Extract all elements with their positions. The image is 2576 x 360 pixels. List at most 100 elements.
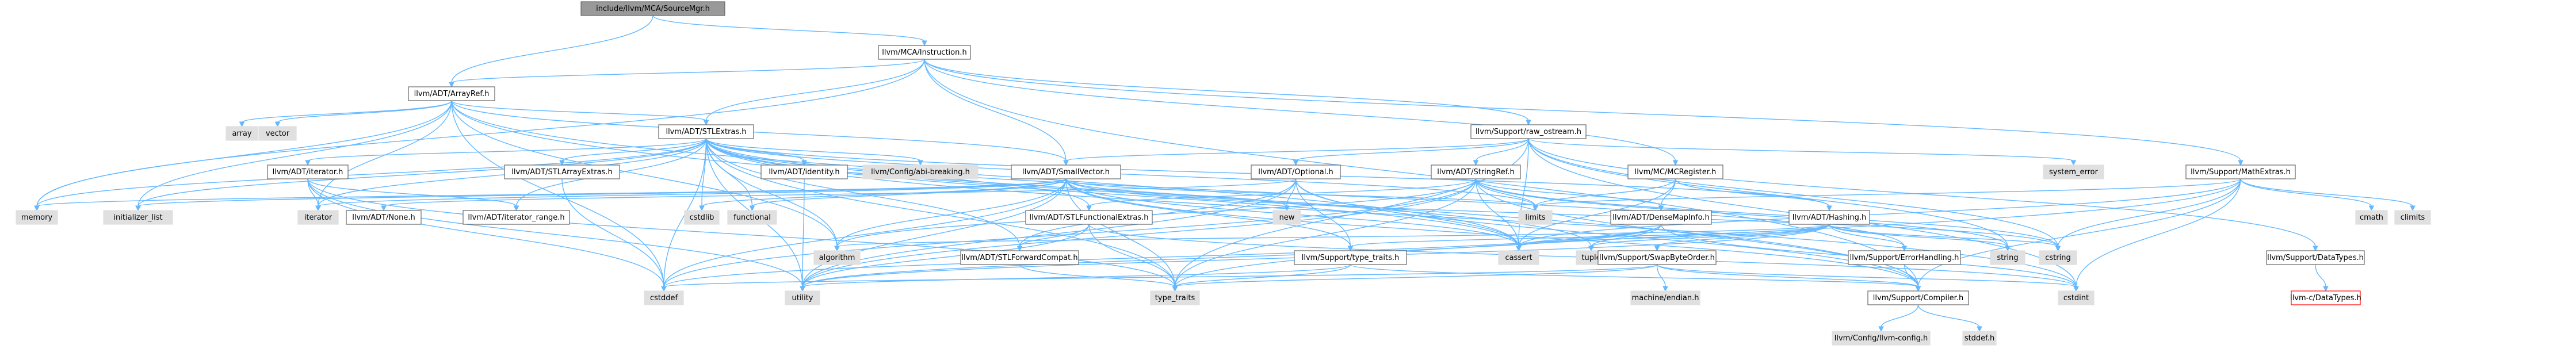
node-box [1150, 290, 1200, 305]
edge-hashing-to-string [1829, 224, 2011, 252]
node-llvm-adt-stlextras-h[interactable]: llvm/ADT/STLExtras.h [658, 124, 754, 139]
node-label: llvm/Support/SwapByteOrder.h [1599, 254, 1715, 262]
edge-instruction-to-mathextras [924, 59, 2244, 166]
node-utility: utility [785, 290, 820, 305]
node-box [1470, 124, 1587, 139]
node-llvm-support-errorhandling-h[interactable]: llvm/Support/ErrorHandling.h [1848, 250, 1961, 265]
node-box [580, 1, 725, 16]
edge-stlfunctionalextras-to-type_traits [1088, 224, 1178, 292]
edge-stlextras-to-cstdlib [699, 138, 707, 212]
node-label: initializer_list [113, 213, 162, 222]
node-llvm-adt-stlforwardcompat-h[interactable]: llvm/ADT/STLForwardCompat.h [960, 250, 1079, 265]
edge-smallvector-to-memory [34, 178, 1067, 212]
node-label: llvm/Config/abi-breaking.h [871, 168, 970, 177]
edge-smallvector-to-functional [749, 178, 1067, 212]
node-label: cstdint [2063, 294, 2089, 302]
node-string: string [1990, 250, 2025, 265]
edge-mathextras-to-compiler [1915, 178, 2241, 292]
edge-type_traits_h-to-compiler [1350, 264, 1921, 292]
node-functional: functional [727, 210, 777, 225]
node-llvm-adt-identity-h[interactable]: llvm/ADT/identity.h [760, 164, 848, 179]
edge-identity-to-utility [800, 178, 805, 292]
edge-datatypes-to-cdatatypes [2315, 264, 2329, 292]
edge-mcregister-to-limits [1532, 178, 1676, 212]
node-label: llvm/ADT/StringRef.h [1437, 168, 1514, 177]
node-llvm-adt-stringref-h[interactable]: llvm/ADT/StringRef.h [1431, 164, 1521, 179]
edge-stlextras-to-iteratorh [305, 138, 707, 166]
edge-sourcemgr-to-instruction [652, 15, 927, 47]
node-cstring: cstring [2039, 250, 2077, 265]
node-box [1294, 250, 1407, 265]
node-llvm-adt-iterator-h[interactable]: llvm/ADT/iterator.h [267, 164, 349, 179]
edge-instruction-to-memory [34, 59, 925, 212]
node-label: llvm/Support/DataTypes.h [2267, 254, 2364, 262]
edge-raw_ostream-to-smallvector [1063, 138, 1529, 166]
node-llvm-support-datatypes-h[interactable]: llvm/Support/DataTypes.h [2266, 250, 2365, 265]
edge-mathextras-to-cmath [2240, 178, 2375, 212]
node-llvm-support-compiler-h[interactable]: llvm/Support/Compiler.h [1867, 290, 1969, 305]
edge-errorhandling-to-compiler [1904, 264, 1921, 292]
node-llvm-adt-smallvector-h[interactable]: llvm/ADT/SmallVector.h [1011, 164, 1121, 179]
node-label: llvm/ADT/Optional.h [1258, 168, 1333, 177]
node-llvm-adt-optional-h[interactable]: llvm/ADT/Optional.h [1251, 164, 1341, 179]
edge-raw_ostream-to-stringref [1473, 138, 1529, 166]
edge-optional-to-none [381, 178, 1297, 212]
node-box [1630, 290, 1700, 305]
node-new: new [1272, 210, 1301, 225]
edge-instruction-to-mcregister [924, 59, 1679, 166]
node-llvm-mc-mcregister-h[interactable]: llvm/MC/MCRegister.h [1627, 164, 1723, 179]
node-box [297, 210, 339, 225]
node-box [346, 210, 422, 225]
node-label: functional [733, 213, 771, 222]
node-llvm-adt-stlfunctionalextras-h[interactable]: llvm/ADT/STLFunctionalExtras.h [1025, 210, 1153, 225]
node-box [1788, 210, 1870, 225]
node-label: utility [792, 294, 813, 302]
node-llvm-adt-none-h[interactable]: llvm/ADT/None.h [346, 210, 422, 225]
node-llvm-support-swapbyteorder-h[interactable]: llvm/Support/SwapByteOrder.h [1597, 250, 1717, 265]
edge-raw_ostream-to-optional [1293, 138, 1529, 166]
node-box [2185, 164, 2296, 179]
node-llvm-config-abi-breaking-h: llvm/Config/abi-breaking.h [862, 164, 979, 179]
node-box [1272, 210, 1301, 225]
edge-arrayref-to-stlextras [451, 100, 709, 126]
edge-raw_ostream-to-datatypes [1528, 138, 2318, 252]
node-llvm-adt-densemapinfo-h[interactable]: llvm/ADT/DenseMapInfo.h [1610, 210, 1712, 225]
node-cassert: cassert [1498, 250, 1539, 265]
node-label: llvm/ADT/DenseMapInfo.h [1612, 213, 1709, 222]
node-llvm-adt-hashing-h[interactable]: llvm/ADT/Hashing.h [1788, 210, 1870, 225]
node-box [727, 210, 777, 225]
node-llvm-support-type-traits-h[interactable]: llvm/Support/type_traits.h [1294, 250, 1407, 265]
node-include-llvm-mca-sourcemgr-h[interactable]: include/llvm/MCA/SourceMgr.h [580, 1, 725, 16]
edge-hashing-to-type_traits_h [1347, 224, 1830, 252]
node-layer: include/llvm/MCA/SourceMgr.h llvm/MCA/Ins… [16, 1, 2431, 346]
edge-swapbyteorder-to-cstddef [661, 264, 1658, 292]
edge-hashing-to-cstring [1829, 224, 2061, 252]
node-box [1011, 164, 1121, 179]
node-llvm-adt-stlarrayextras-h[interactable]: llvm/ADT/STLArrayExtras.h [504, 164, 620, 179]
node-climits: climits [2394, 210, 2431, 225]
node-llvm-adt-arrayref-h[interactable]: llvm/ADT/ArrayRef.h [408, 86, 495, 101]
node-box [408, 86, 495, 101]
node-label: llvm/Support/type_traits.h [1302, 254, 1400, 262]
node-llvm-mca-instruction-h[interactable]: llvm/MCA/Instruction.h [878, 45, 971, 60]
edge-instruction-to-arrayref [449, 59, 925, 88]
node-box [504, 164, 620, 179]
node-box [960, 250, 1079, 265]
node-box [1610, 210, 1712, 225]
node-box [2291, 290, 2361, 305]
node-box [1627, 164, 1723, 179]
node-llvm-support-raw-ostream-h[interactable]: llvm/Support/raw_ostream.h [1470, 124, 1587, 139]
edge-compiler-to-stddef [1917, 304, 1982, 332]
node-label: llvm-c/DataTypes.h [2290, 294, 2361, 302]
node-label: algorithm [819, 254, 855, 262]
node-label: system_error [2049, 168, 2099, 177]
node-memory: memory [16, 210, 58, 225]
node-label: stddef.h [1965, 334, 1994, 343]
node-box [2355, 210, 2388, 225]
node-label: llvm/ADT/Hashing.h [1793, 213, 1866, 222]
node-llvm-adt-iterator-range-h[interactable]: llvm/ADT/iterator_range.h [463, 210, 570, 225]
node-label: cstddef [650, 294, 678, 302]
node-cmath: cmath [2355, 210, 2388, 225]
node-llvm-support-mathextras-h[interactable]: llvm/Support/MathExtras.h [2185, 164, 2296, 179]
